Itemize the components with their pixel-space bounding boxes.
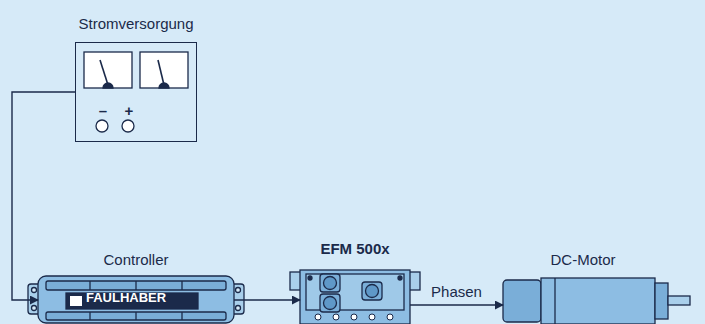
- logo-text: FAULHABER: [86, 291, 166, 305]
- edge-label: Phasen: [429, 283, 484, 300]
- device-box: ControllerFAULHABER: [38, 276, 234, 323]
- controller-art: [28, 276, 244, 323]
- connector-arrow: [410, 304, 503, 305]
- efm-holes: [315, 314, 393, 320]
- power-supply-art: [84, 52, 188, 132]
- power-supply-box: Stromversorgung–+: [75, 42, 197, 142]
- device-heading: Stromversorgung: [78, 15, 193, 32]
- terminal-sign: +: [125, 103, 134, 118]
- device-box: EFM 500x: [300, 270, 410, 324]
- motor-art: [503, 278, 690, 324]
- connector-arrow: [234, 299, 300, 300]
- terminal-sign: –: [99, 103, 107, 118]
- device-heading: EFM 500x: [320, 240, 389, 257]
- connector-arrow: [12, 92, 75, 300]
- device-heading: Controller: [103, 251, 168, 268]
- device-box: DC-Motor: [503, 278, 663, 324]
- device-heading: DC-Motor: [550, 251, 615, 268]
- efm-module-art: [290, 270, 420, 324]
